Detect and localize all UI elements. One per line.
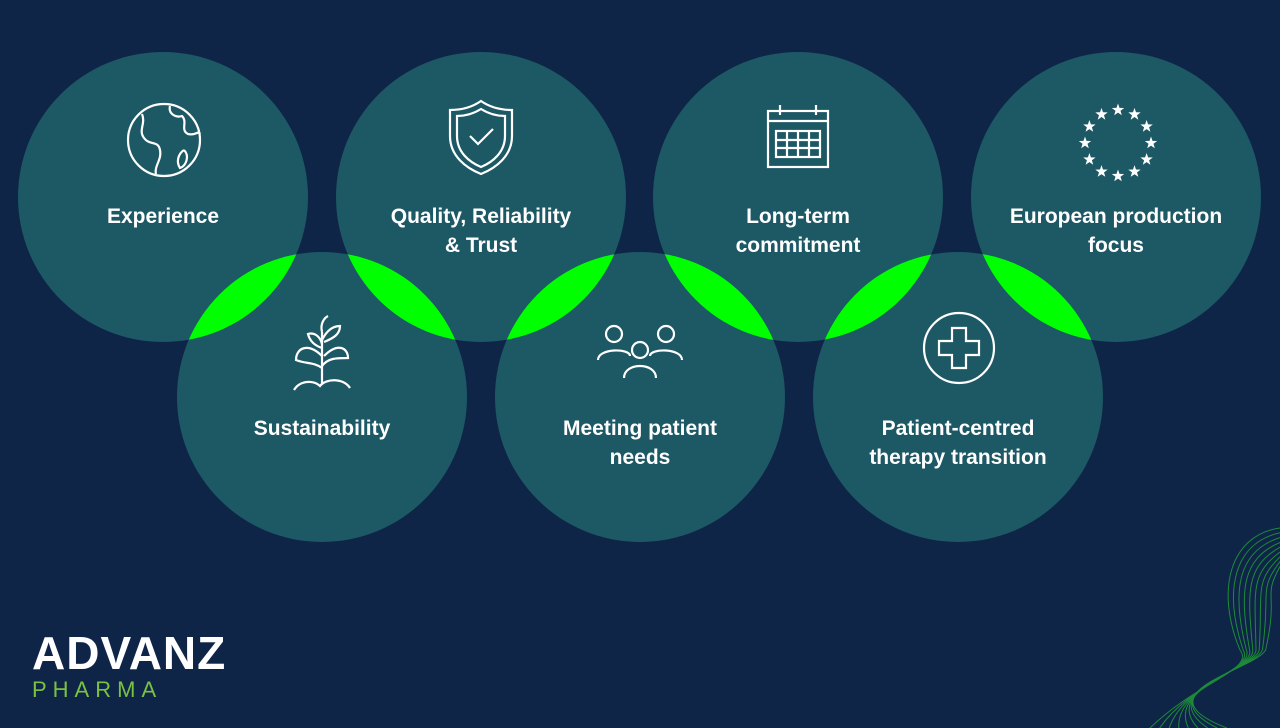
value-circle — [813, 252, 1103, 542]
decorative-wave — [1192, 566, 1280, 728]
advanz-pharma-logo: ADVANZ PHARMA — [32, 630, 226, 702]
value-label-long-term: Long-term commitment — [735, 205, 861, 257]
decorative-wave — [1188, 551, 1280, 728]
value-label-experience: Experience — [106, 205, 220, 228]
decorative-wave — [1178, 541, 1280, 728]
value-circle — [336, 52, 626, 342]
value-circle — [495, 252, 785, 542]
calendar-icon — [766, 105, 830, 169]
star-icon — [1140, 153, 1153, 165]
star-icon — [1140, 120, 1153, 132]
logo-sub-text: PHARMA — [32, 677, 163, 702]
value-label-sustainability: Sustainability — [253, 417, 391, 440]
star-icon — [1095, 165, 1108, 177]
value-label-patient-needs: Meeting patient needs — [562, 417, 717, 469]
star-icon — [1111, 103, 1125, 116]
value-circle — [653, 52, 943, 342]
star-icon — [1111, 169, 1125, 182]
people-icon — [596, 324, 684, 379]
value-label-therapy-transition: Patient-centred therapy transition — [869, 417, 1047, 469]
eu-stars-icon — [1078, 103, 1158, 182]
value-circle — [18, 52, 308, 342]
star-icon — [1144, 136, 1158, 149]
value-circle — [177, 252, 467, 542]
decorative-wave — [1190, 556, 1280, 728]
value-label-european: European production focus — [1009, 205, 1223, 257]
star-icon — [1083, 153, 1096, 165]
plant-icon — [293, 315, 351, 391]
value-label-quality: Quality, Reliability & Trust — [390, 205, 572, 257]
star-icon — [1083, 120, 1096, 132]
star-icon — [1128, 107, 1141, 120]
star-icon — [1078, 136, 1092, 149]
medical-cross-icon — [922, 311, 996, 385]
star-icon — [1095, 107, 1108, 120]
logo-main-text: ADVANZ — [32, 627, 227, 679]
globe-icon — [126, 102, 202, 178]
shield-check-icon — [448, 99, 514, 176]
star-icon — [1128, 165, 1141, 177]
value-circle — [971, 52, 1261, 342]
